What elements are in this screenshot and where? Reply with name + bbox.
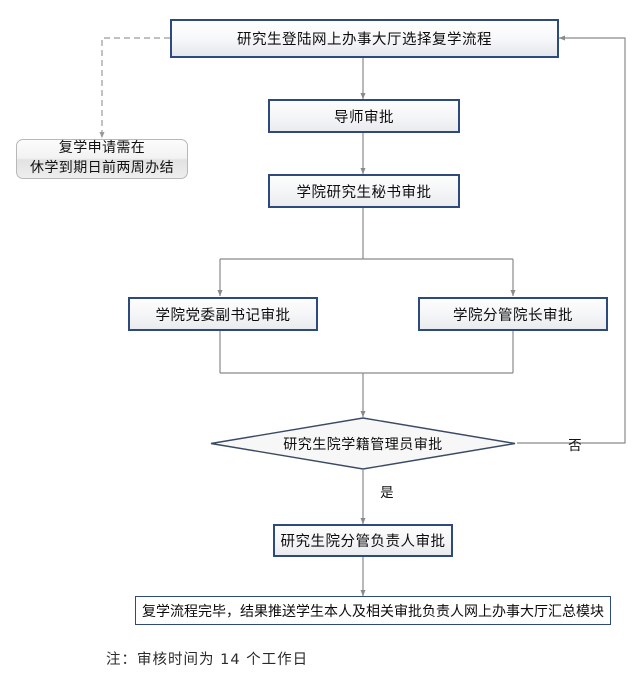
edge-registrar-no-to-start <box>517 35 626 444</box>
deadline-note-line-1: 复学申请需在 <box>58 140 146 157</box>
node-advisor-approval[interactable]: 导师审批 <box>268 99 460 133</box>
node-party-vice-secretary-approval[interactable]: 学院党委副书记审批 <box>128 297 318 331</box>
node-registrar-decision-shape[interactable] <box>209 417 517 470</box>
edge-start-to-deadline-note <box>99 37 170 139</box>
edge-label-yes: 是 <box>380 485 394 501</box>
node-finish[interactable]: 复学流程完毕，结果推送学生本人及相关审批负责人网上办事大厅汇总模块 <box>135 596 611 625</box>
node-vice-dean-approval[interactable]: 学院分管院长审批 <box>418 297 608 331</box>
node-registrar-decision-label: 研究生院学籍管理员审批 <box>283 436 443 453</box>
edge-label-no: 否 <box>568 438 582 454</box>
node-grad-school-lead-approval[interactable]: 研究生院分管负责人审批 <box>273 524 453 557</box>
node-college-secretary-approval[interactable]: 学院研究生秘书审批 <box>268 174 460 208</box>
footnote: 注：审核时间为 14 个工作日 <box>106 652 309 668</box>
node-start[interactable]: 研究生登陆网上办事大厅选择复学流程 <box>170 19 559 58</box>
deadline-note-line-2: 休学到期日前两周办结 <box>30 160 174 176</box>
deadline-note: 复学申请需在 休学到期日前两周办结 <box>16 139 188 179</box>
